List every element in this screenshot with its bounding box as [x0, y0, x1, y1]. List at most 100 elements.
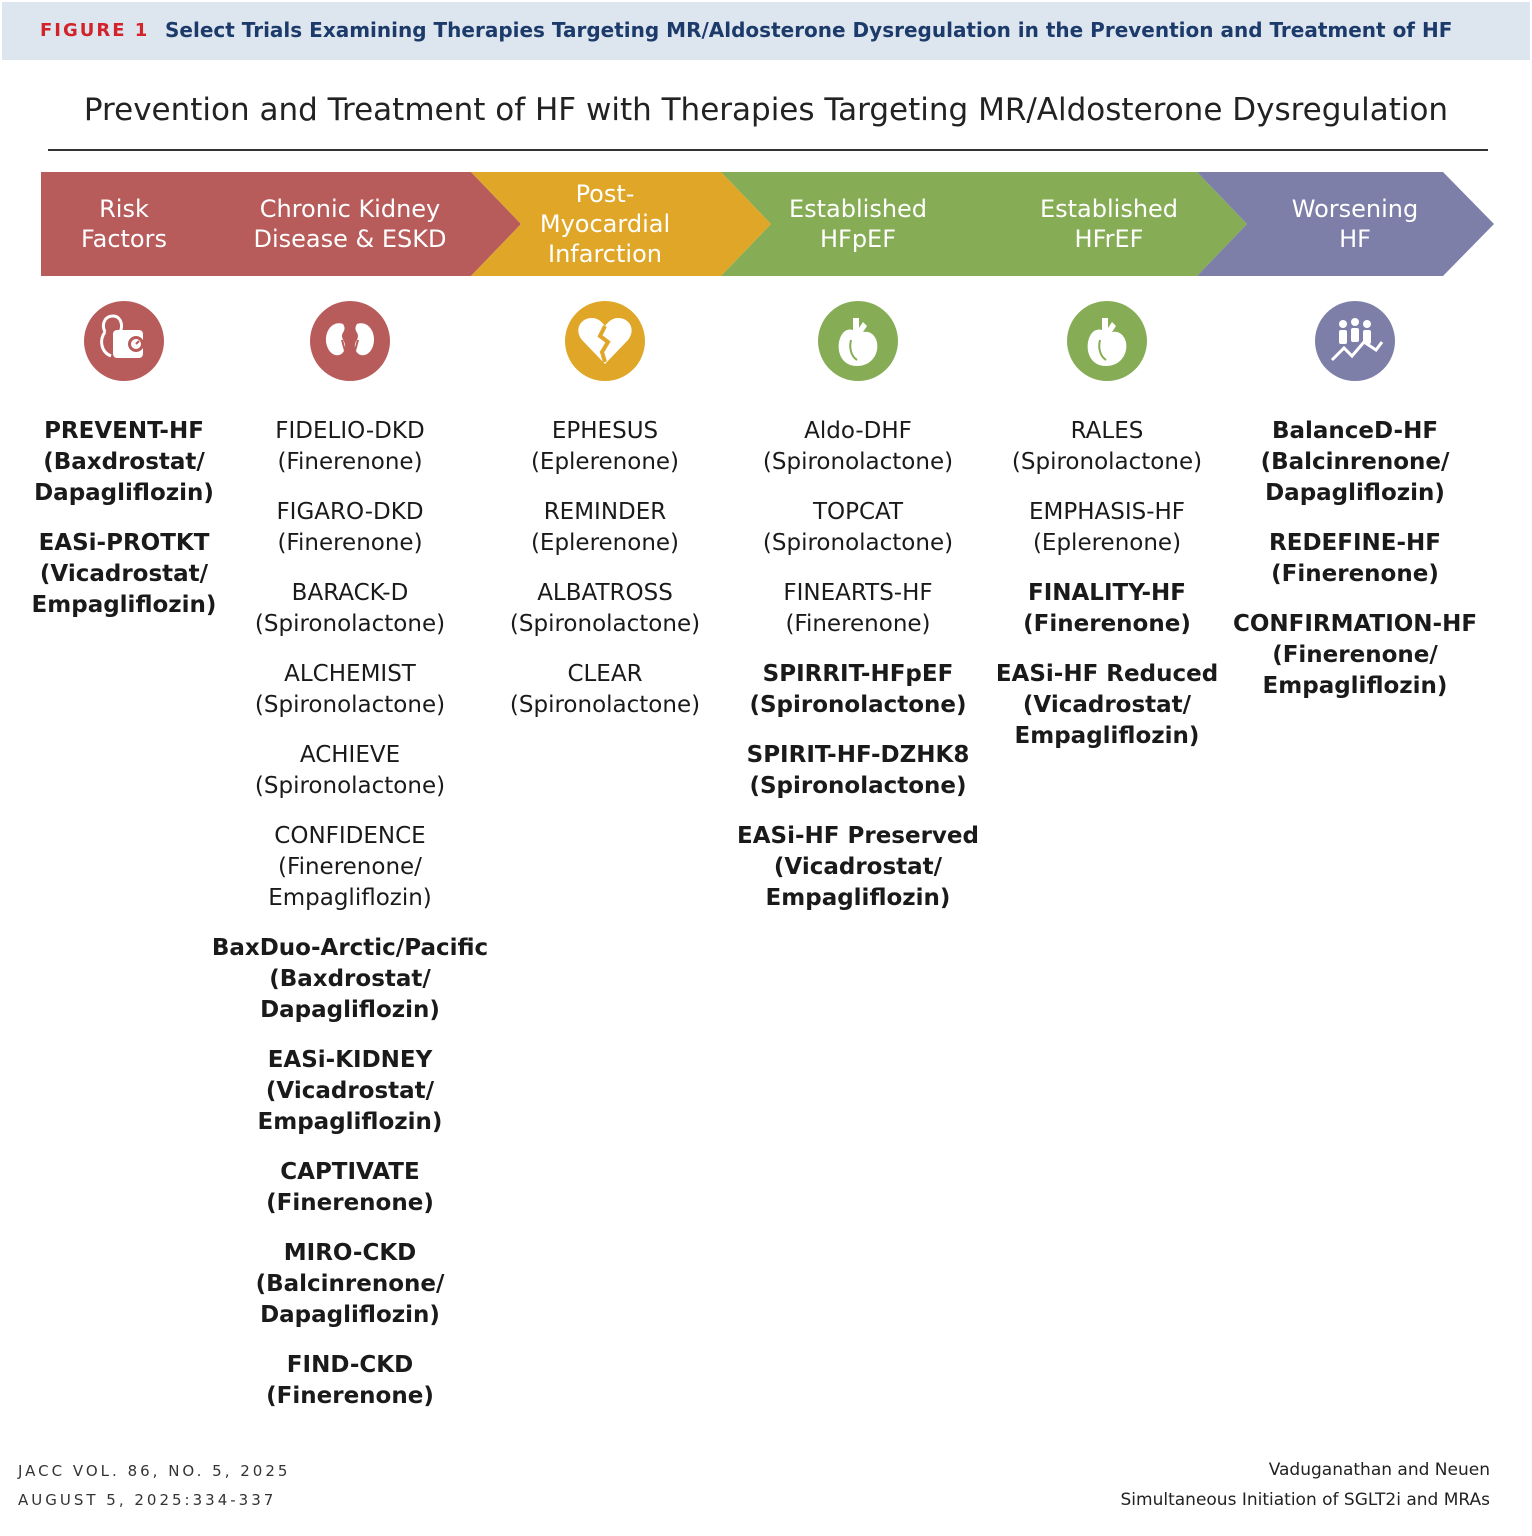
trial-drug: (Vicadrostat/	[1022, 692, 1192, 718]
trial-drug: (Spironolactone)	[1011, 449, 1203, 475]
trial-entry: SPIRRIT-HFpEF(Spironolactone)	[737, 659, 979, 721]
trial-entry: FIND-CKD (Finerenone)	[212, 1350, 488, 1412]
trial-drug: (Finerenone)	[785, 611, 931, 637]
trial-drug-continued: Dapagliflozin)	[260, 1302, 440, 1328]
trial-entry: CONFIDENCE(Finerenone/Empagliflozin)	[212, 821, 488, 914]
trial-drug-continued: Dapagliflozin)	[34, 480, 214, 506]
trial-drug: (Finerenone/	[1272, 642, 1438, 668]
trial-drug: (Spironolactone)	[254, 773, 446, 799]
trial-name: EASi-KIDNEY	[267, 1047, 433, 1073]
trial-name: EMPHASIS-HF	[1028, 499, 1186, 525]
trial-name: REMINDER	[543, 499, 667, 525]
trial-entry: CONFIRMATION-HF (Finerenone/Empagliflozin…	[1233, 609, 1477, 702]
trial-drug: (Spironolactone)	[509, 611, 701, 637]
trial-entry: ALBATROSS (Spironolactone)	[510, 578, 700, 640]
trial-entry: FIGARO-DKD (Finerenone)	[212, 497, 488, 559]
trial-name: BARACK-D	[291, 580, 409, 606]
population-trend-icon	[1314, 300, 1396, 382]
trial-drug: (Finerenone)	[1023, 611, 1191, 637]
trial-drug: (Finerenone)	[266, 1190, 434, 1216]
heart-icon	[1066, 300, 1148, 382]
trial-drug: (Vicadrostat/	[265, 1078, 435, 1104]
trial-drug-continued: Dapagliflozin)	[1265, 480, 1445, 506]
trial-entry: RALES (Spironolactone)	[996, 416, 1218, 478]
trial-drug: (Finerenone)	[277, 530, 423, 556]
main-title: Prevention and Treatment of HF with Ther…	[83, 92, 1449, 128]
stage-label-post-mi: Post- Myocardial Infarction	[539, 180, 671, 268]
trial-drug: (Spironolactone)	[254, 692, 446, 718]
trial-entry: BalanceD-HF(Balcinrenone/Dapagliflozin)	[1233, 416, 1477, 509]
trial-drug: (Vicadrostat/	[773, 854, 943, 880]
trial-drug: (Spironolactone)	[749, 692, 967, 718]
trial-entry: EASi-HF Preserved (Vicadrostat/Empagliflo…	[737, 821, 979, 914]
trial-entry: EASi-HF Reduced (Vicadrostat/Empagliflozi…	[996, 659, 1218, 752]
trial-name: SPIRIT-HF-DZHK8	[746, 742, 970, 768]
trial-drug: (Finerenone)	[277, 449, 423, 475]
trial-entry: FINEARTS-HF (Finerenone)	[737, 578, 979, 640]
trial-drug: (Finerenone)	[266, 1383, 434, 1409]
trial-name: PREVENT-HF	[44, 418, 204, 444]
trial-name: EASi-HF Preserved	[737, 823, 979, 849]
trial-name: ACHIEVE	[299, 742, 401, 768]
trial-name: EPHESUS	[551, 418, 659, 444]
trial-name: REDEFINE-HF	[1269, 530, 1441, 556]
trial-entry: MIRO-CKD(Balcinrenone/Dapagliflozin)	[212, 1238, 488, 1331]
trial-name: FIND-CKD	[286, 1352, 414, 1378]
trial-name: RALES	[1070, 418, 1144, 444]
publication-date-pages: AUGUST 5, 2025:334-337	[18, 1491, 277, 1509]
trial-name: CONFIRMATION-HF	[1232, 611, 1478, 637]
trial-name: EASi-PROTKT	[38, 530, 210, 556]
trial-drug: (Finerenone/	[278, 854, 422, 880]
trial-entry: BARACK-D(Spironolactone)	[212, 578, 488, 640]
figure-header-banner	[2, 2, 1530, 60]
trial-entry: FINALITY-HF (Finerenone)	[996, 578, 1218, 640]
trial-drug-continued: Dapagliflozin)	[260, 997, 440, 1023]
trial-entry: TOPCAT(Spironolactone)	[737, 497, 979, 559]
arrow-risk-ckd	[41, 172, 521, 276]
trial-entry: REDEFINE-HF(Finerenone)	[1233, 528, 1477, 590]
trials-column-ckd: FIDELIO-DKD(Finerenone) FIGARO-DKD (Finere…	[212, 416, 488, 1431]
trial-entry: EASi-KIDNEY (Vicadrostat/Empagliflozin)	[212, 1045, 488, 1138]
trial-name: CLEAR	[567, 661, 643, 687]
trial-drug: (Spironolactone)	[762, 449, 954, 475]
trial-drug: (Balcinrenone/	[1260, 449, 1450, 475]
trials-column-hfref: RALES (Spironolactone) EMPHASIS-HF(Epleren…	[996, 416, 1218, 771]
trial-drug: (Baxdrostat/	[269, 966, 431, 992]
trials-column-worsening-hf: BalanceD-HF(Balcinrenone/Dapagliflozin) R…	[1233, 416, 1477, 721]
article-short-title: Simultaneous Initiation of SGLT2i and MR…	[1120, 1490, 1490, 1510]
trial-drug-continued: Empagliflozin)	[1262, 673, 1448, 699]
trial-name: EASi-HF Reduced	[995, 661, 1219, 687]
article-authors: Vaduganathan and Neuen	[1268, 1460, 1490, 1480]
trial-entry: CAPTIVATE(Finerenone)	[212, 1157, 488, 1219]
trial-drug-continued: Empagliflozin)	[1014, 723, 1200, 749]
trial-entry: CLEAR(Spironolactone)	[510, 659, 700, 721]
trials-column-risk-factors: PREVENT-HF (Baxdrostat/Dapagliflozin) EASi…	[32, 416, 217, 640]
trial-name: FINEARTS-HF	[783, 580, 933, 606]
trial-drug-continued: Empagliflozin)	[268, 885, 432, 911]
trials-column-post-mi: EPHESUS(Eplerenone)REMINDER(Eplerenone)A…	[510, 416, 700, 740]
stage-label-worsening-hf: Worsening HF	[1291, 195, 1419, 253]
trial-drug: (Spironolactone)	[762, 530, 954, 556]
trial-name: FINALITY-HF	[1027, 580, 1187, 606]
trial-drug-continued: Empagliflozin)	[765, 885, 951, 911]
trial-drug-continued: Empagliflozin)	[257, 1109, 443, 1135]
trial-name: FIGARO-DKD	[276, 499, 424, 525]
trial-name: ALBATROSS	[537, 580, 673, 606]
trial-entry: FIDELIO-DKD(Finerenone)	[212, 416, 488, 478]
trial-drug: (Balcinrenone/	[255, 1271, 445, 1297]
trial-entry: BaxDuo-Arctic/Pacific(Baxdrostat/Dapagli…	[212, 933, 488, 1026]
title-divider	[48, 149, 1488, 151]
trial-entry: EMPHASIS-HF(Eplerenone)	[996, 497, 1218, 559]
trial-drug: (Vicadrostat/	[39, 561, 209, 587]
stage-label-hfref: Established HFrEF	[1039, 195, 1179, 253]
trial-drug: (Spironolactone)	[749, 773, 967, 799]
trial-name: ALCHEMIST	[284, 661, 416, 687]
trials-column-hfpef: Aldo-DHF(Spironolactone) TOPCAT(Spironola…	[737, 416, 979, 933]
trial-drug-continued: Empagliflozin)	[31, 592, 217, 618]
figure-title: Select Trials Examining Therapies Target…	[165, 18, 1453, 42]
arrow-established-hf	[721, 172, 1247, 276]
kidneys-icon	[309, 300, 391, 382]
trial-entry: ALCHEMIST (Spironolactone)	[212, 659, 488, 721]
trial-drug: (Baxdrostat/	[43, 449, 205, 475]
trial-entry: Aldo-DHF(Spironolactone)	[737, 416, 979, 478]
